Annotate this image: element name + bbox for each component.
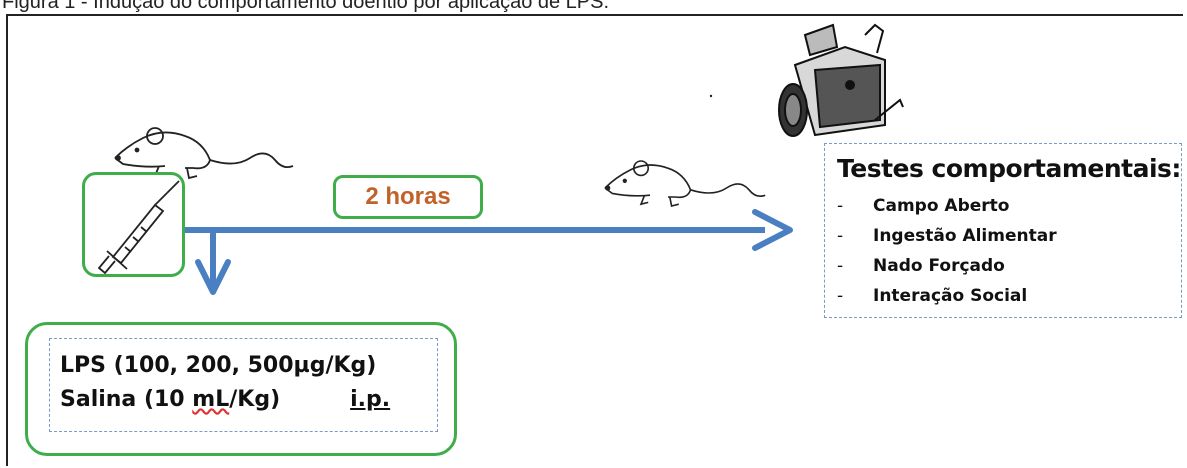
test-label: Ingestão Alimentar [873,226,1057,246]
test-label: Campo Aberto [873,196,1010,216]
syringe-icon [97,180,180,275]
saline-suffix: /Kg) [229,387,281,412]
treatment-line-saline: Salina (10 mL/Kg) i.p. [60,383,437,417]
figure-caption: Figura 1 - Indução do comportamento doen… [2,0,610,13]
list-item: - Campo Aberto [837,191,1181,221]
dot-mark [709,94,713,98]
test-label: Interação Social [873,286,1028,306]
mouse-icon [114,127,294,180]
list-item: - Ingestão Alimentar [837,221,1181,251]
test-label: Nado Forçado [873,256,1005,276]
mouse-icon [604,160,766,207]
saline-unit: mL [192,387,230,412]
list-item: - Nado Forçado [837,251,1181,281]
timeline-arrow [180,209,793,251]
interval-label: 2 horas [365,183,451,210]
list-item: - Interação Social [837,281,1181,311]
interval-box: 2 horas [333,175,483,219]
figure-frame [6,14,1183,466]
tests-list: - Campo Aberto - Ingestão Alimentar - Nado … [837,191,1181,311]
dash-bullet: - [837,256,844,276]
video-camera-icon [778,23,904,137]
tests-title: Testes comportamentais: [837,154,1181,183]
dash-bullet: - [837,286,844,306]
down-arrow [195,230,231,295]
saline-prefix: Salina (10 [60,387,193,412]
treatment-box: LPS (100, 200, 500µg/Kg) Salina (10 mL/K… [25,322,457,456]
route-label: i.p. [350,387,391,412]
syringe-box [82,172,185,277]
treatment-text-box: LPS (100, 200, 500µg/Kg) Salina (10 mL/K… [49,338,438,432]
treatment-line-lps: LPS (100, 200, 500µg/Kg) [60,353,377,378]
dash-bullet: - [837,226,844,246]
dash-bullet: - [837,196,844,216]
tests-box: Testes comportamentais: - Campo Aberto - I… [824,143,1182,318]
